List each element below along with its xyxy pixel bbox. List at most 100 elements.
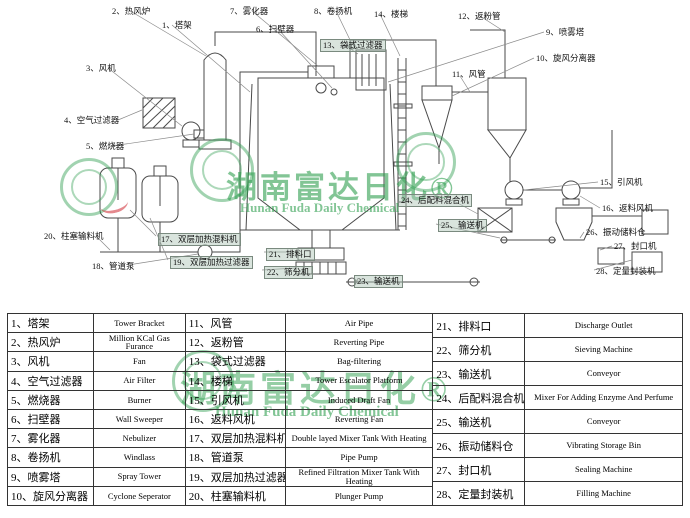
bag-filter-shape [355, 49, 387, 91]
legend-name-cn: 4、空气过滤器 [8, 371, 94, 390]
diagram-label-4: 4、空气过滤器 [64, 115, 120, 125]
discharge-outlet-shape [297, 247, 345, 261]
legend-name-cn: 17、双层加热混料机 [186, 429, 286, 448]
equipment-shapes [99, 29, 669, 287]
legend-name-cn: 28、定量封装机 [433, 482, 526, 505]
legend-name-en: Cyclone Seperator [107, 490, 171, 501]
legend-name-cn: 6、扫壁器 [8, 409, 94, 429]
legend-name-en: Windlass [123, 452, 156, 463]
legend-name-cn: 10、旋风分离器 [8, 486, 94, 505]
wall-sweeper-shape [330, 88, 338, 96]
diagram-label-11: 11、风管 [452, 69, 486, 79]
legend-name-en: Tower Escalator Platform [315, 375, 403, 386]
diagram-label-27: 27、封口机 [614, 241, 657, 251]
air-duct-shape [214, 31, 317, 76]
tower-bracket-shape [240, 83, 400, 231]
legend-name-cn: 22、筛分机 [433, 338, 526, 361]
diagram-label-1: 1、塔架 [162, 20, 192, 30]
filling-machine-shape [631, 251, 663, 273]
legend-row-9: 9、喷雾塔 Spray Tower [8, 467, 185, 487]
diagram-drawing [95, 10, 669, 287]
legend-row-27: 27、封口机 Sealing Machine [433, 458, 682, 482]
legend-row-10: 10、旋风分离器 Cyclone Seperator [8, 486, 185, 506]
leader-lines [95, 10, 633, 283]
legend-name-en: Pipe Pump [340, 452, 378, 463]
legend-name-en: Discharge Outlet [574, 320, 633, 331]
legend-row-14: 14、楼梯 Tower Escalator Platform [185, 371, 433, 391]
legend-name-cn: 8、卷扬机 [8, 448, 94, 467]
legend-row-22: 22、筛分机 Sieving Machine [433, 338, 682, 362]
legend-row-4: 4、空气过滤器 Air Filter [8, 371, 185, 391]
legend-name-en: Reverting Fan [334, 413, 384, 424]
legend-name-cn: 23、输送机 [433, 362, 526, 385]
diagram-label-20: 20、柱塞输料机 [44, 231, 104, 241]
diagram-label-14: 14、楼梯 [374, 9, 409, 19]
induced-draft-fan-shape [504, 180, 524, 200]
diagram-label-19: 19、双层加热过滤器 [170, 256, 253, 270]
feed-pipe-shape [212, 71, 308, 253]
air-filter-shape [142, 97, 176, 129]
sealing-machine-shape [597, 247, 625, 265]
legend-name-en: Burner [127, 394, 152, 405]
legend-name-en: Air Pipe [344, 317, 374, 328]
legend-name-en: Plunger Pump [334, 490, 384, 501]
diagram-label-28: 28、定量封装机 [596, 266, 656, 276]
legend-name-cn: 27、封口机 [433, 458, 526, 481]
legend-name-en: Spray Tower [117, 471, 162, 482]
diagram-label-2: 2、热风炉 [112, 6, 151, 16]
diagram-label-25: 25、输送机 [438, 219, 487, 233]
windlass-shape [348, 42, 356, 50]
legend-name-en: Sealing Machine [575, 464, 633, 475]
reverting-fan-shape [561, 180, 581, 200]
legend-name-en: Sieving Machine [574, 344, 633, 355]
legend-name-en: Vibrating Storage Bin [566, 440, 641, 451]
legend-name-cn: 2、热风炉 [8, 333, 94, 352]
diagram-label-8: 8、卷扬机 [314, 6, 353, 16]
legend-name-cn: 25、输送机 [433, 410, 526, 433]
legend-name-cn: 19、双层加热过滤器 [186, 467, 286, 486]
furnace-shape [203, 52, 227, 141]
legend-name-en: Refined Filtration Mixer Tank With Heati… [298, 467, 420, 486]
diagram-label-24: 24、后配料混合机 [398, 194, 473, 208]
legend-name-cn: 9、喷雾塔 [8, 467, 94, 486]
legend-name-en: Mixer For Adding Enzyme And Perfume [534, 392, 674, 403]
legend-name-en: Filling Machine [576, 488, 631, 499]
legend-name-cn: 14、楼梯 [186, 371, 286, 390]
diagram-label-17: 17、双层加热混料机 [158, 233, 241, 247]
legend-row-28: 28、定量封装机 Filling Machine [433, 482, 682, 506]
legend-name-cn: 3、风机 [8, 352, 94, 371]
legend-name-en: Million KCal Gas Furance [108, 332, 170, 352]
diagram-label-5: 5、燃烧器 [86, 141, 125, 151]
legend-name-cn: 26、振动储料仓 [433, 434, 526, 457]
legend-row-2: 2、热风炉 Million KCal Gas Furance [8, 332, 185, 353]
diagram-label-10: 10、旋风分离器 [536, 53, 596, 63]
legend-row-16: 16、返料风机 Reverting Fan [185, 409, 433, 430]
legend-name-en: Air Filter [123, 375, 156, 386]
legend-name-cn: 18、管道泵 [186, 448, 286, 467]
legend-row-6: 6、扫壁器 Wall Sweeper [8, 409, 185, 430]
reverting-pipe-shape [470, 29, 506, 78]
legend-row-19: 19、双层加热过滤器 Refined Filtration Mixer Tank … [185, 467, 433, 487]
diagram-label-16: 16、返料风机 [602, 203, 654, 213]
diagram-label-21: 21、排料口 [266, 248, 315, 262]
legend-name-cn: 11、风管 [186, 314, 286, 333]
diagram-label-9: 9、喷雾塔 [546, 27, 585, 37]
legend-name-cn: 16、返料风机 [186, 409, 286, 429]
legend-row-26: 26、振动储料仓 Vibrating Storage Bin [433, 434, 682, 458]
diagram-label-15: 15、引风机 [600, 177, 643, 187]
legend-name-en: Bag-filtering [337, 356, 381, 367]
legend-name-en: Wall Sweeper [115, 413, 163, 424]
diagram-label-3: 3、风机 [86, 63, 116, 73]
diagram-label-6: 6、扫壁器 [256, 24, 295, 34]
